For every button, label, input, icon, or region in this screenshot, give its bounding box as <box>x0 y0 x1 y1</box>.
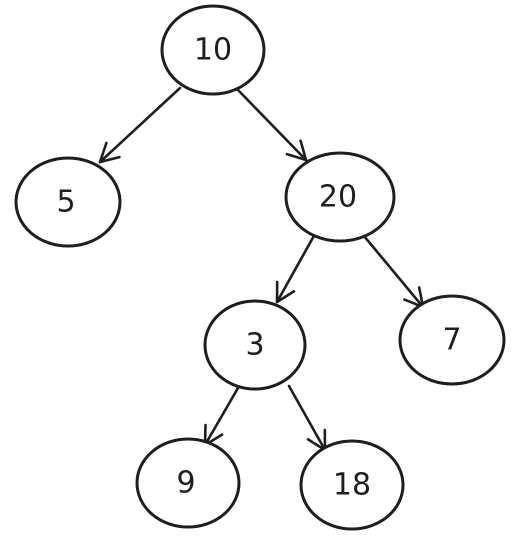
node-label: 20 <box>319 180 357 215</box>
edge-20-7 <box>362 234 425 309</box>
arrow-head <box>285 139 308 162</box>
edge-line <box>275 232 317 304</box>
node-label: 7 <box>442 323 461 358</box>
edges <box>98 86 425 452</box>
arrow-head <box>275 280 296 304</box>
edge-line <box>287 384 327 452</box>
edge-line <box>362 234 425 309</box>
node-label: 18 <box>333 468 371 503</box>
node-9: 9 <box>135 437 241 529</box>
edge-3-9 <box>203 386 240 447</box>
edge-20-3 <box>275 232 317 304</box>
node-label: 10 <box>194 33 232 68</box>
arrow-head <box>98 141 121 164</box>
edge-10-5 <box>98 86 182 164</box>
node-20: 20 <box>284 151 396 243</box>
node-label: 3 <box>245 328 264 363</box>
edge-3-18 <box>287 384 327 452</box>
edge-10-20 <box>236 88 308 162</box>
edge-line <box>236 88 308 162</box>
node-7: 7 <box>398 294 506 386</box>
node-label: 9 <box>176 466 195 501</box>
edge-line <box>98 86 182 164</box>
node-18: 18 <box>299 439 405 531</box>
node-3: 3 <box>203 299 307 391</box>
node-5: 5 <box>14 156 122 248</box>
node-label: 5 <box>56 185 75 220</box>
node-10: 10 <box>160 4 266 96</box>
edge-line <box>203 386 240 447</box>
